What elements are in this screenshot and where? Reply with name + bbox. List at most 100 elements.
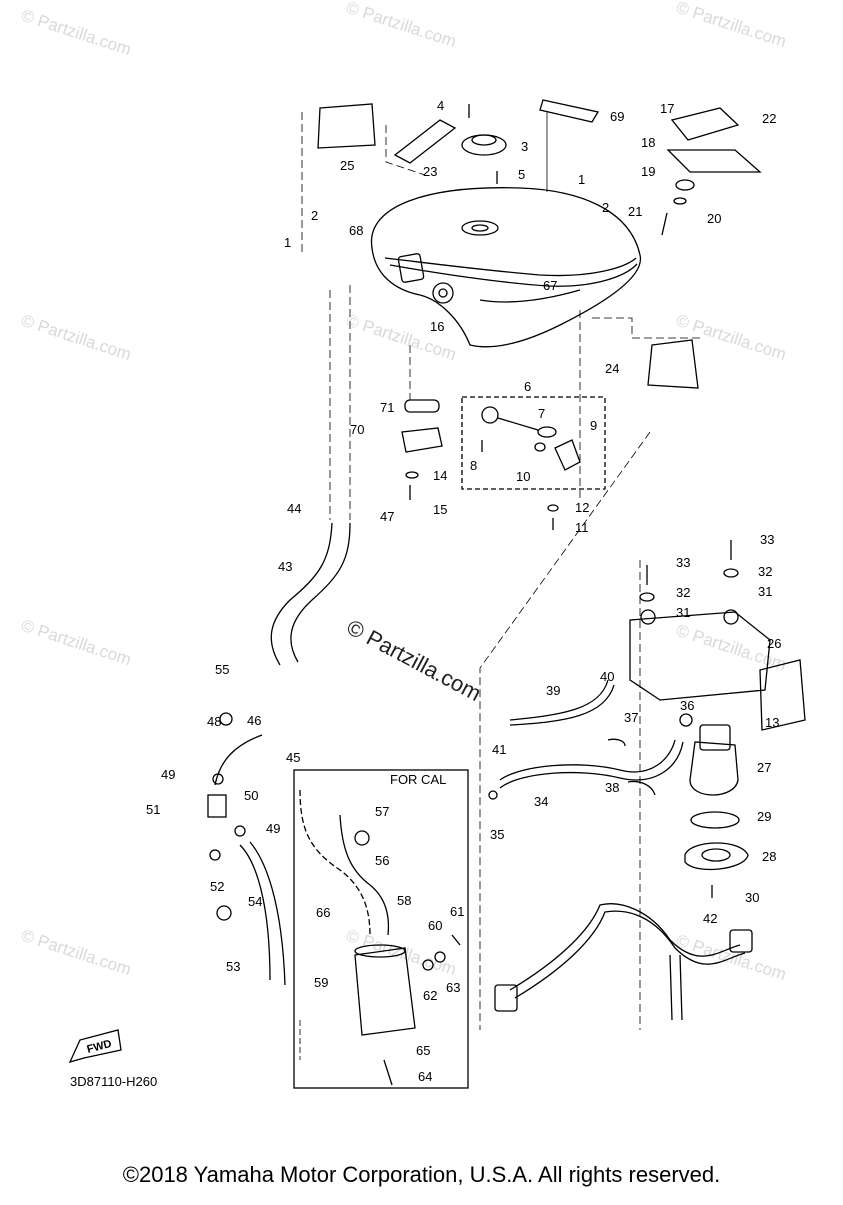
leader-line [385, 125, 426, 176]
hose-clamp [627, 780, 656, 796]
wire-harness-branch [679, 954, 683, 1021]
callout-label: 2 [602, 200, 609, 215]
bracket-rubber [670, 107, 740, 141]
callout-label: 17 [660, 101, 674, 116]
fuel-hose [509, 684, 615, 726]
callout-label: 46 [247, 713, 261, 728]
callout-label: 34 [534, 794, 548, 809]
callout-label: 33 [760, 532, 774, 547]
callout-label: 31 [758, 584, 772, 599]
callout-label: 49 [161, 767, 175, 782]
callout-label: 51 [146, 802, 160, 817]
callout-label: 8 [470, 458, 477, 473]
side-cover-right [647, 339, 699, 389]
callout-label: 57 [375, 804, 389, 819]
fuel-cock-plate [537, 426, 557, 438]
hose-clamp [216, 905, 232, 921]
fuel-pump-top [699, 724, 731, 751]
wire-harness [509, 903, 741, 991]
pump-plate-hole [701, 848, 731, 862]
callout-label: 62 [423, 988, 437, 1003]
watermark: © Partzilla.com [19, 311, 134, 364]
grommet [434, 951, 446, 963]
callout-label: 31 [676, 605, 690, 620]
callout-label: 11 [575, 520, 589, 535]
watermark: © Partzilla.com [674, 0, 789, 51]
bushing [640, 609, 656, 625]
callout-label: 10 [516, 469, 530, 484]
hose-clamp [354, 830, 370, 846]
bushing [723, 609, 739, 625]
callout-label: 25 [340, 158, 354, 173]
callout-label: 28 [762, 849, 776, 864]
callout-label: 32 [758, 564, 772, 579]
fuel-hose [509, 679, 609, 721]
callout-label: 32 [676, 585, 690, 600]
callout-label: 12 [575, 500, 589, 515]
callout-label: 70 [350, 422, 364, 437]
callout-label: 9 [590, 418, 597, 433]
callout-label: 45 [286, 750, 300, 765]
callout-label: 4 [437, 98, 444, 113]
hose-clamp [219, 712, 233, 726]
fuel-cock-knob [481, 406, 499, 424]
tank-emblem-bracket [397, 253, 425, 283]
fwd-arrow: FWD [68, 1029, 122, 1064]
side-cover-left [317, 103, 376, 149]
callout-label: 26 [767, 636, 781, 651]
hose-clamp [679, 713, 693, 727]
copyright-notice: ©2018 Yamaha Motor Corporation, U.S.A. A… [122, 1162, 721, 1187]
hose-clamp [607, 738, 626, 747]
callout-label: 40 [600, 669, 614, 684]
fuel-pump [689, 741, 739, 796]
hose [290, 522, 351, 663]
fuel-tank-outline [370, 187, 642, 348]
watermark: © Partzilla.com [19, 926, 134, 979]
fuel-filter [207, 794, 227, 818]
callout-label: 35 [490, 827, 504, 842]
tank-filler-hole [471, 224, 489, 232]
bolt [661, 212, 668, 236]
callout-label: 37 [624, 710, 638, 725]
callout-label: 39 [546, 683, 560, 698]
wire-harness-branch [669, 954, 673, 1021]
mounting-rubber [404, 399, 440, 413]
callout-label: 55 [215, 662, 229, 677]
watermark: © Partzilla.com [19, 6, 134, 59]
watermark: © Partzilla.com [19, 616, 134, 669]
callout-label: 2 [311, 208, 318, 223]
cap [488, 790, 498, 800]
fuel-cock-group-box [461, 396, 606, 490]
fuel-tank-stripe [384, 257, 637, 277]
watermark: © Partzilla.com [344, 0, 459, 51]
callout-labels: 1 1 2 2 3 4 5 6 7 8 9 10 11 12 13 14 15 … [146, 98, 781, 1084]
callout-label: 61 [450, 904, 464, 919]
fuel-cock-shaft [497, 417, 539, 431]
callout-label: 50 [244, 788, 258, 803]
callout-label: 43 [278, 559, 292, 574]
fuel-tank-stripe [389, 263, 638, 287]
callout-label: 41 [492, 742, 506, 757]
callout-label: 71 [380, 400, 394, 415]
callout-label: 49 [266, 821, 280, 836]
callout-label: 38 [605, 780, 619, 795]
callout-label: 1 [578, 172, 585, 187]
tank-filler-neck [461, 220, 499, 236]
callout-label: 20 [707, 211, 721, 226]
leader-line [592, 317, 700, 339]
callout-label: 59 [314, 975, 328, 990]
o-ring [534, 442, 546, 452]
callout-label: 24 [605, 361, 619, 376]
collar [422, 959, 434, 971]
callout-label: 29 [757, 809, 771, 824]
damper [675, 179, 695, 191]
canister-hose [339, 814, 390, 936]
callout-label: 44 [287, 501, 301, 516]
connector [729, 929, 753, 953]
bracket-plate [666, 149, 762, 173]
pump-gasket [690, 811, 740, 829]
part-drawings [207, 99, 806, 1089]
canister-hose [299, 789, 371, 936]
callout-label: 21 [628, 204, 642, 219]
